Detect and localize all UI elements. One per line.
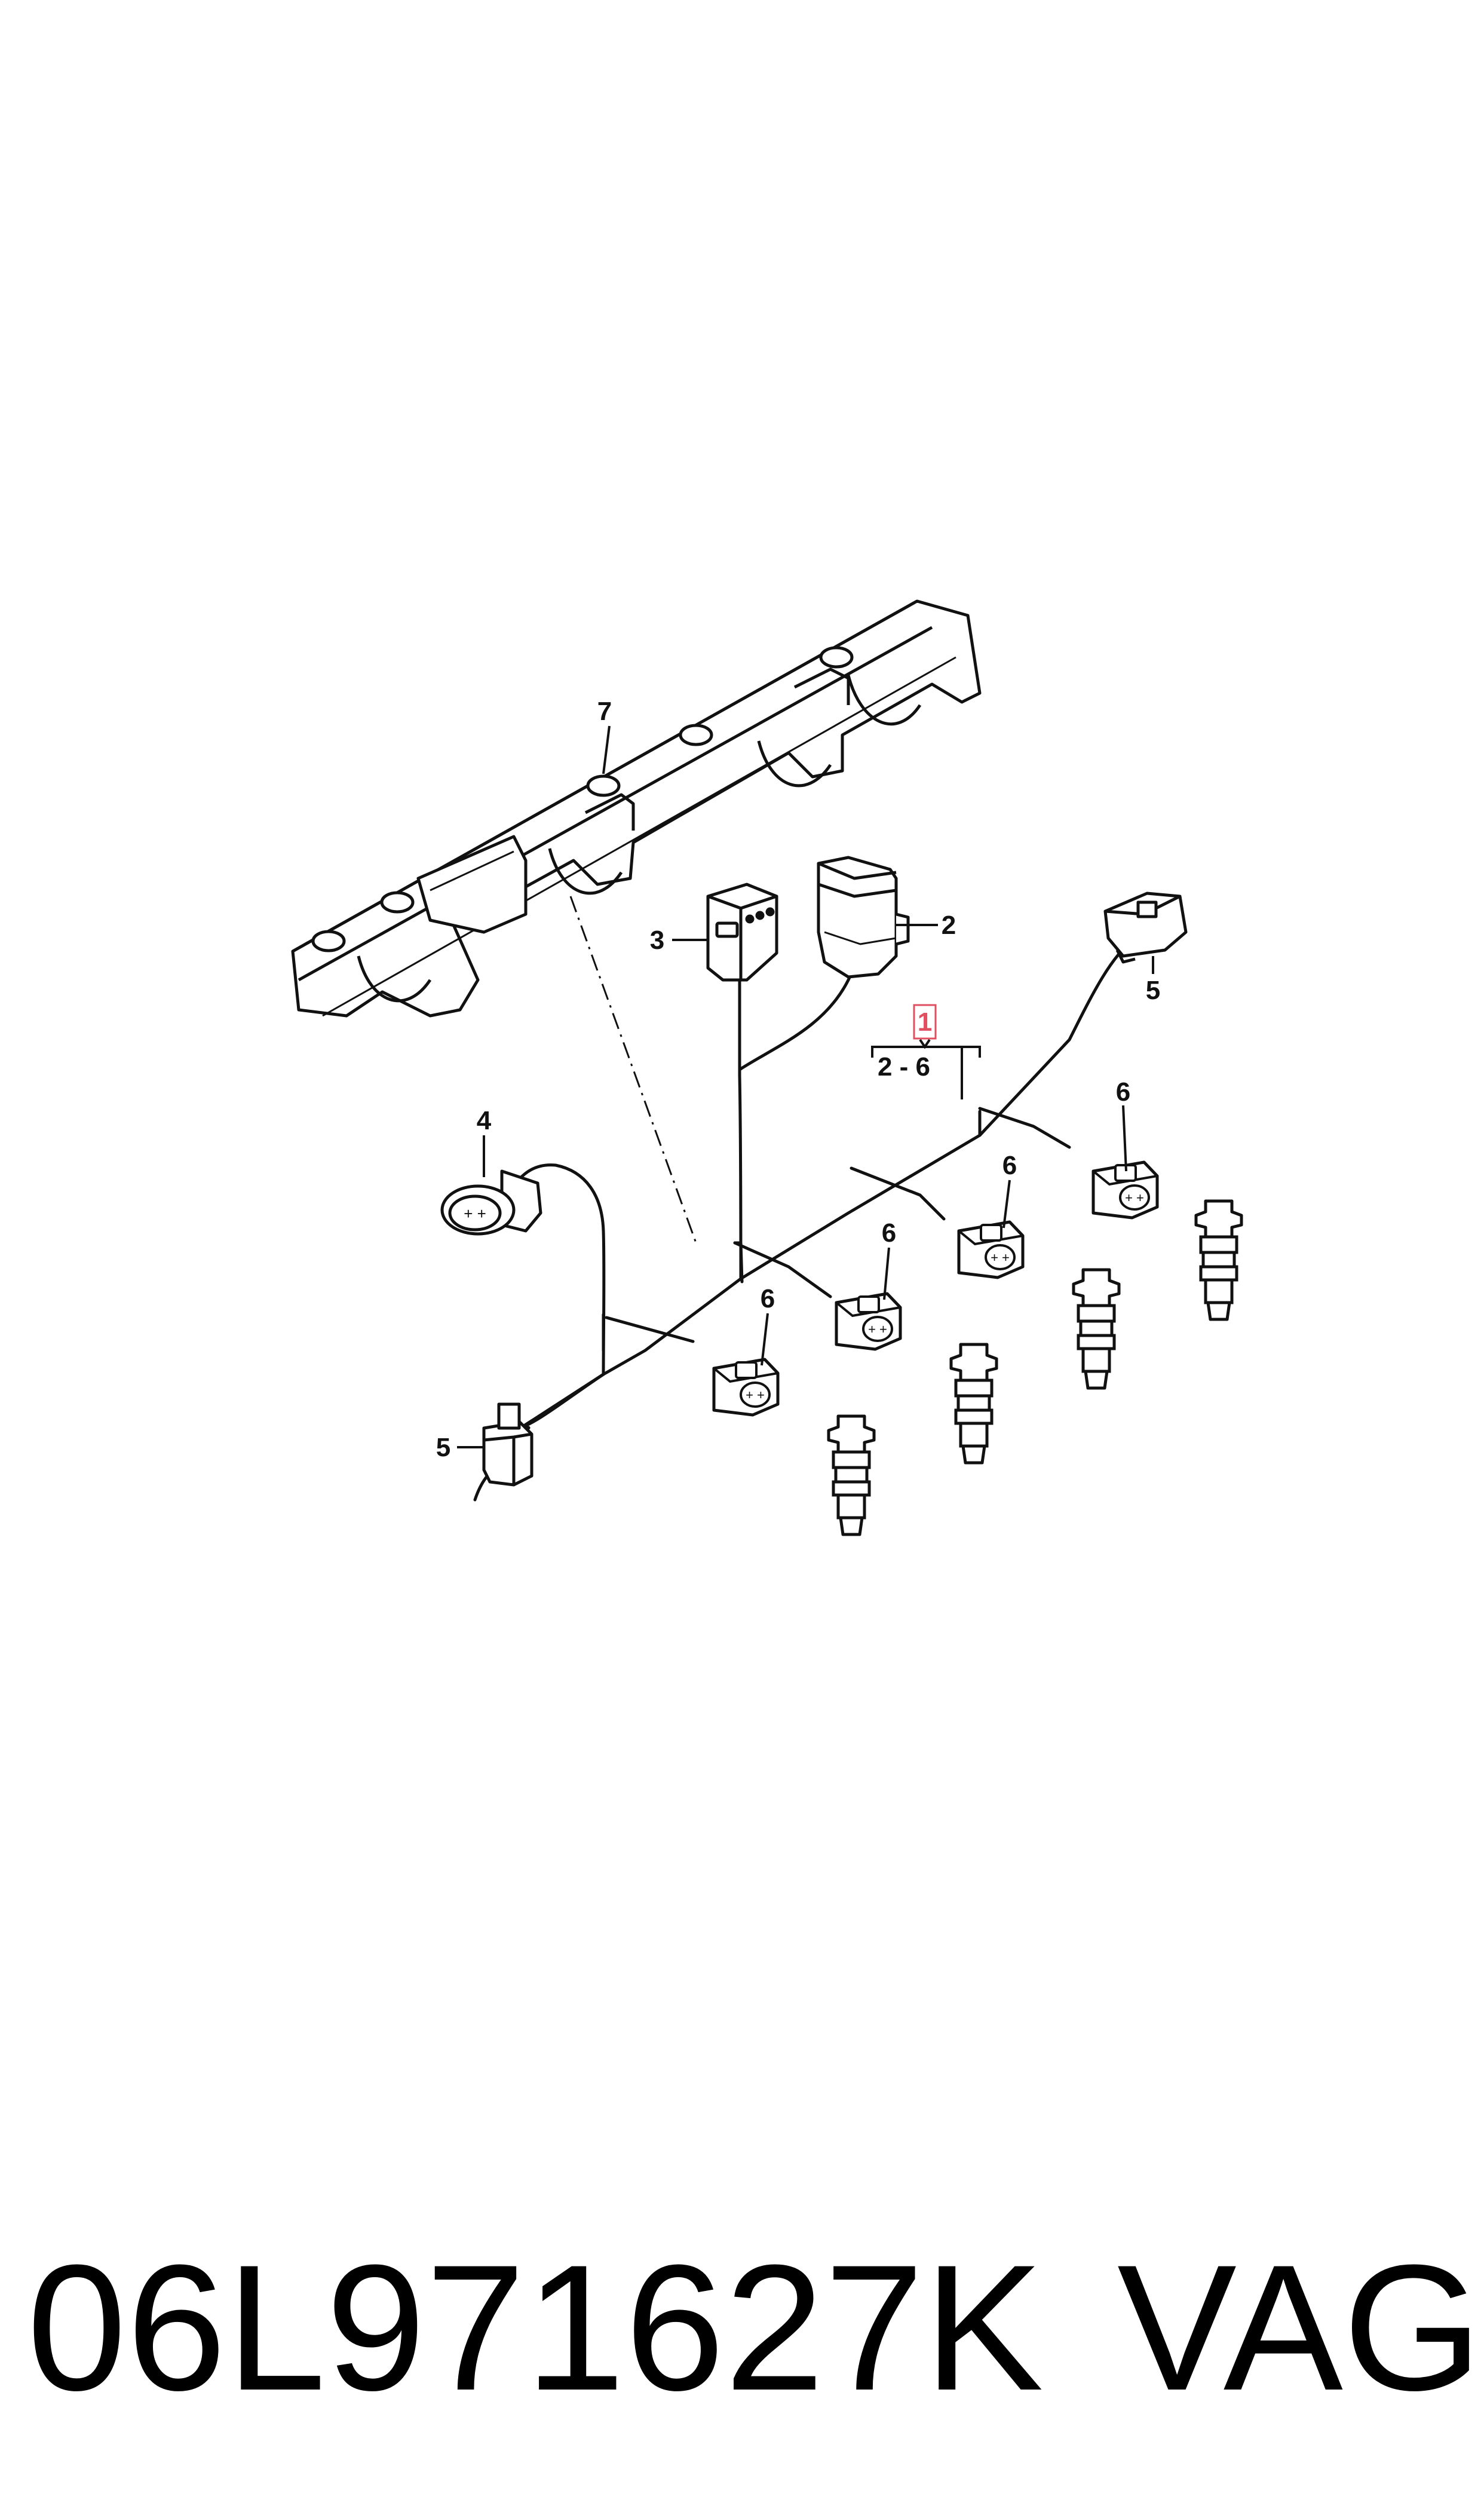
injector-2: [1074, 1270, 1119, 1388]
callout-leaders: [457, 725, 1154, 1448]
connector-4: + +: [440, 1169, 542, 1236]
connector-6-c: [836, 1294, 900, 1349]
callout-6-b: 6: [1002, 1151, 1017, 1180]
indicator-dashdot-line: [569, 896, 697, 1243]
part-number: 06L971627K: [27, 2227, 1044, 2428]
connector-2: [817, 856, 910, 979]
connector-5-upper: [1103, 892, 1188, 964]
svg-text:+ +: + +: [464, 1205, 486, 1223]
callout-3: 3: [650, 926, 664, 955]
connector-3: [706, 883, 778, 982]
callout-5-lower: 5: [436, 1433, 450, 1462]
callout-6-c: 6: [882, 1218, 896, 1248]
callout-4: 4: [477, 1106, 492, 1135]
connector-5-lower: [482, 1402, 533, 1487]
callout-7: 7: [597, 697, 612, 726]
injector-1: [1196, 1201, 1241, 1319]
injector-4: [829, 1416, 874, 1534]
callout-2: 2: [942, 911, 956, 940]
connector-6-b: [959, 1222, 1023, 1278]
callout-6-d: 6: [761, 1284, 775, 1313]
callout-1: 1: [918, 1007, 932, 1037]
callout-range: 2 - 6: [878, 1052, 930, 1082]
connector-6-d: [714, 1359, 778, 1415]
injector-3: [951, 1344, 997, 1463]
harness-wires: [473, 936, 1137, 1502]
brand-name: VAG: [1117, 2227, 1483, 2428]
callout-5-upper: 5: [1146, 976, 1160, 1005]
callout-6-a: 6: [1116, 1077, 1130, 1107]
callout-1-highlight: [913, 1004, 937, 1040]
fuel-rail-bracket: [291, 599, 982, 1018]
